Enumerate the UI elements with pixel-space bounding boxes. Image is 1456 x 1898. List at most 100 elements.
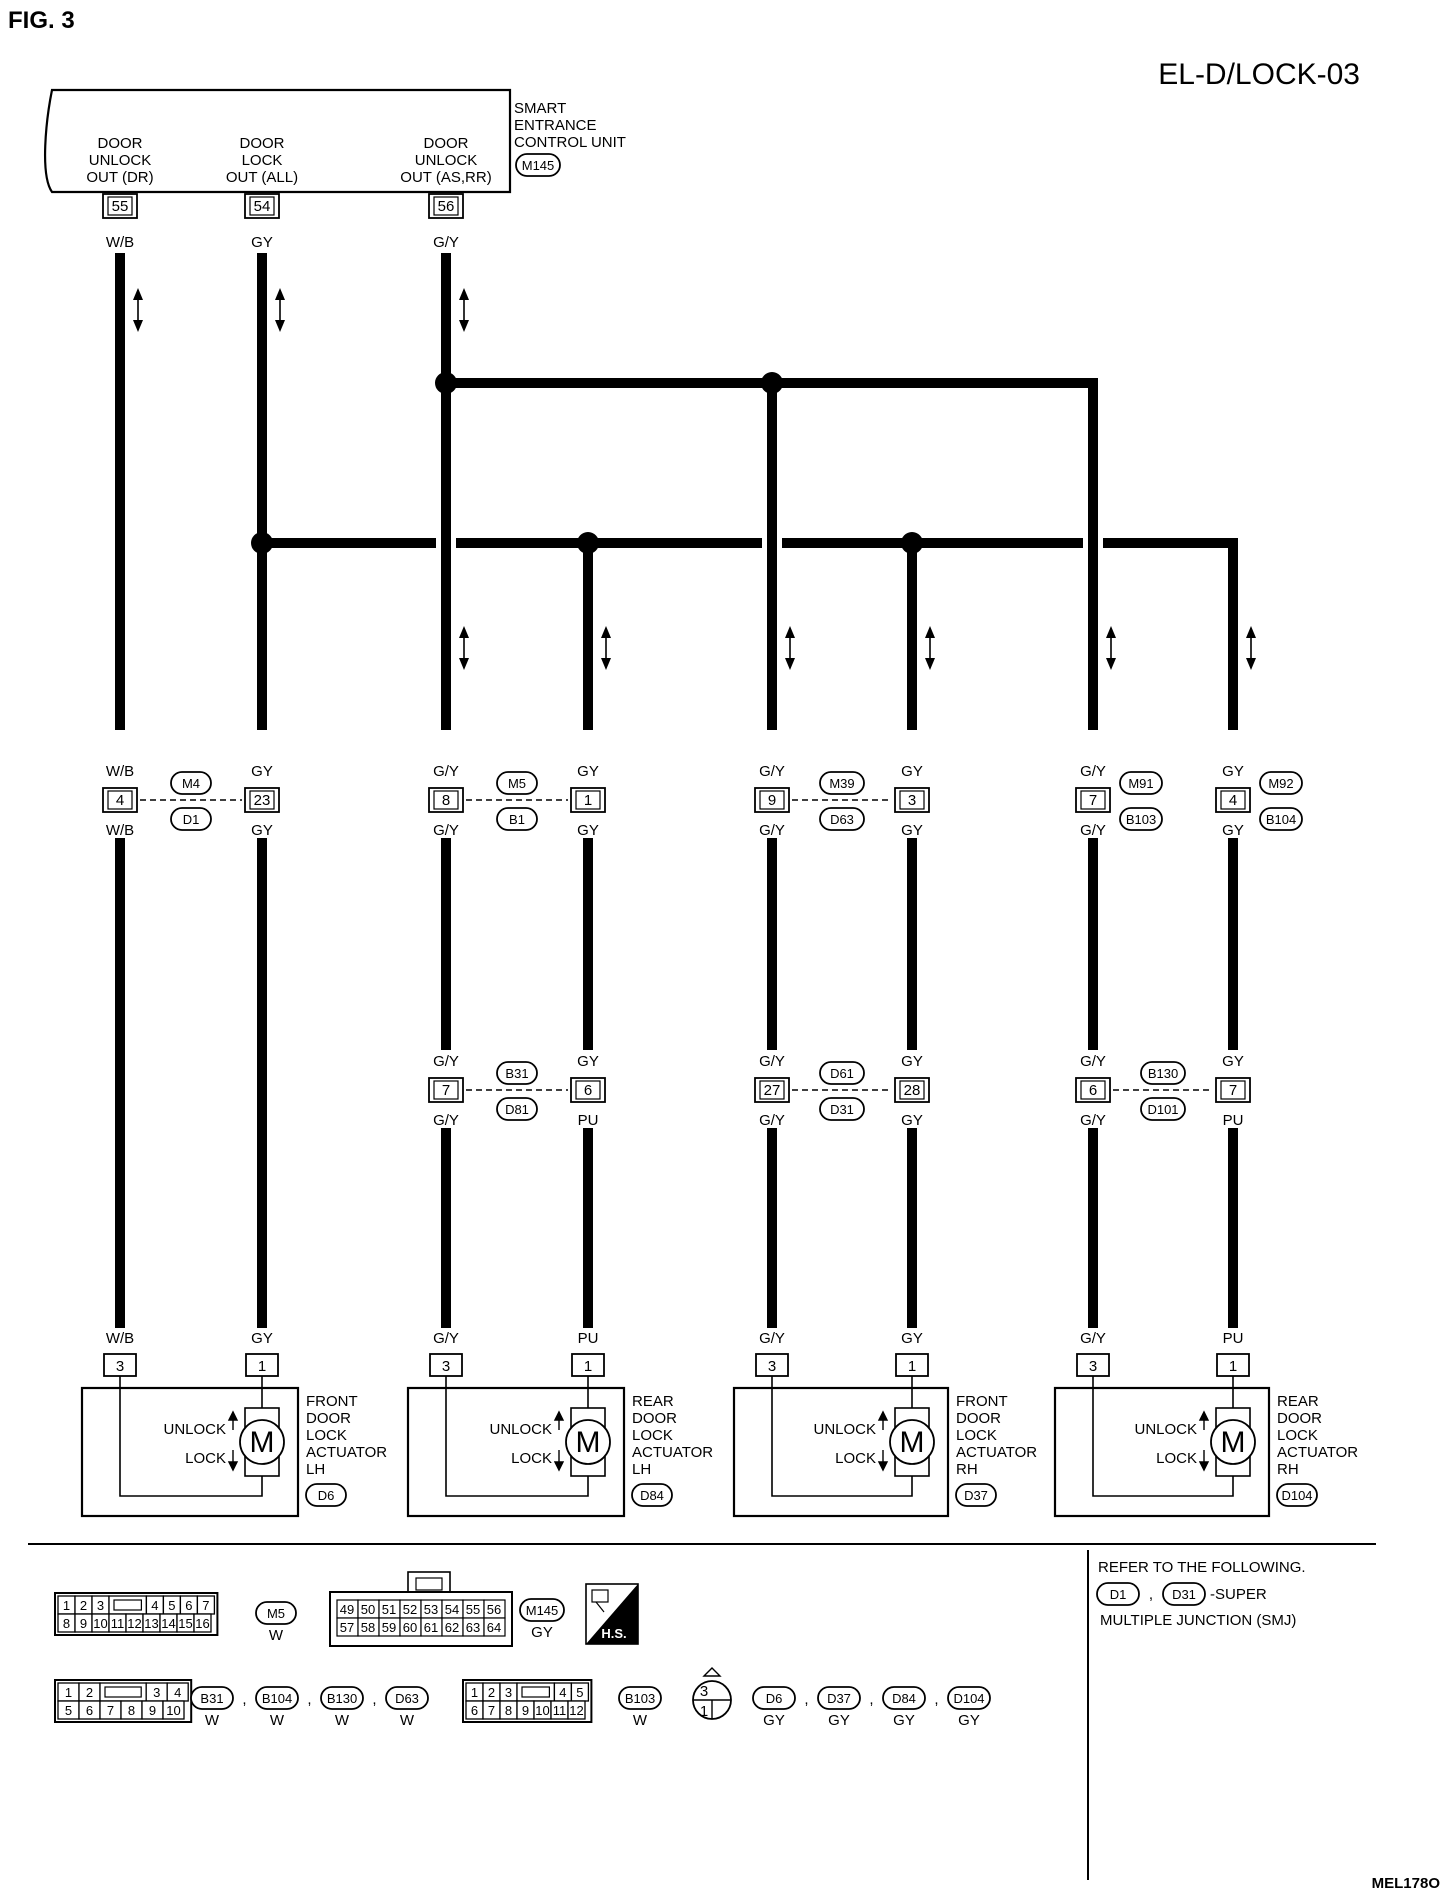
legend-connector-code: B103 xyxy=(618,1686,662,1710)
pin-number: 6 xyxy=(584,1082,592,1099)
harness-pin: 1 xyxy=(570,787,606,813)
arrow-up-head xyxy=(601,626,611,638)
harness-code: D101 xyxy=(1140,1097,1186,1121)
connector-code-text: B31 xyxy=(200,1691,223,1706)
connector-code-text: D81 xyxy=(505,1102,529,1117)
terminal-number: 6 xyxy=(86,1703,93,1718)
terminal-number: 15 xyxy=(178,1616,192,1631)
terminal-number: 60 xyxy=(403,1620,417,1635)
connector-code-text: D6 xyxy=(318,1488,335,1503)
connector-code-text: D61 xyxy=(830,1066,854,1081)
wire-color-label: G/Y xyxy=(433,1053,459,1070)
connector-color: W xyxy=(205,1712,220,1729)
motor-letter: M xyxy=(576,1426,601,1459)
separator: , xyxy=(372,1691,376,1708)
connector-code-text: M4 xyxy=(182,776,200,791)
oval-outline xyxy=(1276,1483,1318,1507)
lock-arrow-icon xyxy=(553,1450,565,1472)
round-connector-key xyxy=(702,1667,722,1677)
legend-connector-code: D6 xyxy=(752,1686,796,1710)
harness-code: B1 xyxy=(496,807,538,831)
pin-box-inner xyxy=(249,196,275,216)
oval-outline xyxy=(819,771,865,795)
door-lock-actuator: G/Y3PU1MUNLOCKLOCKREARDOORLOCKACTUATORRH… xyxy=(1053,1330,1358,1518)
actuator-pin-number: 3 xyxy=(116,1358,124,1375)
pin-box xyxy=(428,1077,464,1103)
wire-color-label: GY xyxy=(1222,763,1244,780)
door-lock-actuator: G/Y3GY1MUNLOCKLOCKFRONTDOORLOCKACTUATORR… xyxy=(732,1330,1037,1518)
note-text: MULTIPLE JUNCTION (SMJ) xyxy=(1100,1612,1296,1629)
harness-code: M92 xyxy=(1259,771,1303,795)
legend-connector-code: D63 xyxy=(385,1686,429,1710)
separator: , xyxy=(934,1691,938,1708)
connector-code-text: B1 xyxy=(509,812,525,827)
wire xyxy=(446,378,1098,730)
oval-outline xyxy=(631,1483,673,1507)
wire-color-label: W/B xyxy=(106,763,134,780)
bidirectional-arrow-icon xyxy=(275,288,285,332)
pin-box-inner xyxy=(433,1080,459,1100)
terminal-number: 8 xyxy=(128,1703,135,1718)
actuator-name: LH xyxy=(632,1461,651,1478)
harness-pin: 9 xyxy=(754,787,790,813)
pin-number: 7 xyxy=(442,1082,450,1099)
terminal-number: 12 xyxy=(127,1616,141,1631)
lock-label: LOCK xyxy=(511,1450,552,1467)
actuator-name: LOCK xyxy=(956,1427,997,1444)
terminal-number: 56 xyxy=(487,1602,501,1617)
output-label: OUT (ALL) xyxy=(226,169,298,186)
pin-box-inner xyxy=(1220,1080,1246,1100)
pin-number: 9 xyxy=(768,792,776,809)
actuator-body xyxy=(406,1386,626,1518)
motor-icon xyxy=(1210,1419,1256,1465)
terminal-number: 3 xyxy=(505,1685,512,1700)
connector-outline xyxy=(54,1592,219,1636)
connector-code-text: D63 xyxy=(830,812,854,827)
junction-dot xyxy=(435,372,457,394)
pin-number: 7 xyxy=(1089,792,1097,809)
lock-arrow-icon xyxy=(1198,1450,1210,1472)
terminal-number: 7 xyxy=(202,1598,209,1613)
wire-color-label: GY xyxy=(901,1053,923,1070)
note-connector-code: D1 xyxy=(1096,1582,1140,1606)
wire-color-label: G/Y xyxy=(759,763,785,780)
wire-color-label: G/Y xyxy=(433,234,459,251)
terminal-number: 5 xyxy=(576,1685,583,1700)
pin-box-inner xyxy=(1080,1080,1106,1100)
oval-outline xyxy=(1140,1061,1186,1085)
oval-outline xyxy=(1119,807,1163,831)
connector-code-text: M5 xyxy=(508,776,526,791)
terminal-number: 16 xyxy=(195,1616,209,1631)
image-reference: MEL178O xyxy=(1372,1875,1441,1892)
junction-dot xyxy=(901,532,923,554)
wire-color-label: GY xyxy=(251,1330,273,1347)
terminal-number: 1 xyxy=(471,1685,478,1700)
actuator-name: FRONT xyxy=(956,1393,1008,1410)
pin-number: 4 xyxy=(116,792,124,809)
hs-wire-glyph xyxy=(595,1601,605,1613)
terminal-number: 7 xyxy=(107,1703,114,1718)
terminal-number: 3 xyxy=(700,1683,708,1700)
harness-code: B104 xyxy=(1259,807,1303,831)
connector-code-text: M145 xyxy=(522,158,555,173)
hs-connector-glyph xyxy=(591,1589,609,1603)
arrow-up-head xyxy=(275,288,285,300)
actuator-name: DOOR xyxy=(632,1410,677,1427)
terminal-number: 9 xyxy=(149,1703,156,1718)
oval-outline xyxy=(519,1598,565,1622)
connector-code-text: M39 xyxy=(829,776,854,791)
oval-outline xyxy=(385,1686,429,1710)
terminal-number: 12 xyxy=(569,1703,583,1718)
terminal-cell xyxy=(193,1613,212,1633)
terminal-number: 57 xyxy=(340,1620,354,1635)
wire-color-label: GY xyxy=(251,234,273,251)
wire-color-label: GY xyxy=(1222,822,1244,839)
actuator-pin-number: 3 xyxy=(1089,1358,1097,1375)
oval-outline xyxy=(1119,771,1163,795)
pin-number: 4 xyxy=(1229,792,1237,809)
wire-color-label: G/Y xyxy=(759,1112,785,1129)
connector-code-text: B130 xyxy=(1148,1066,1178,1081)
connector-latch xyxy=(104,1686,142,1698)
